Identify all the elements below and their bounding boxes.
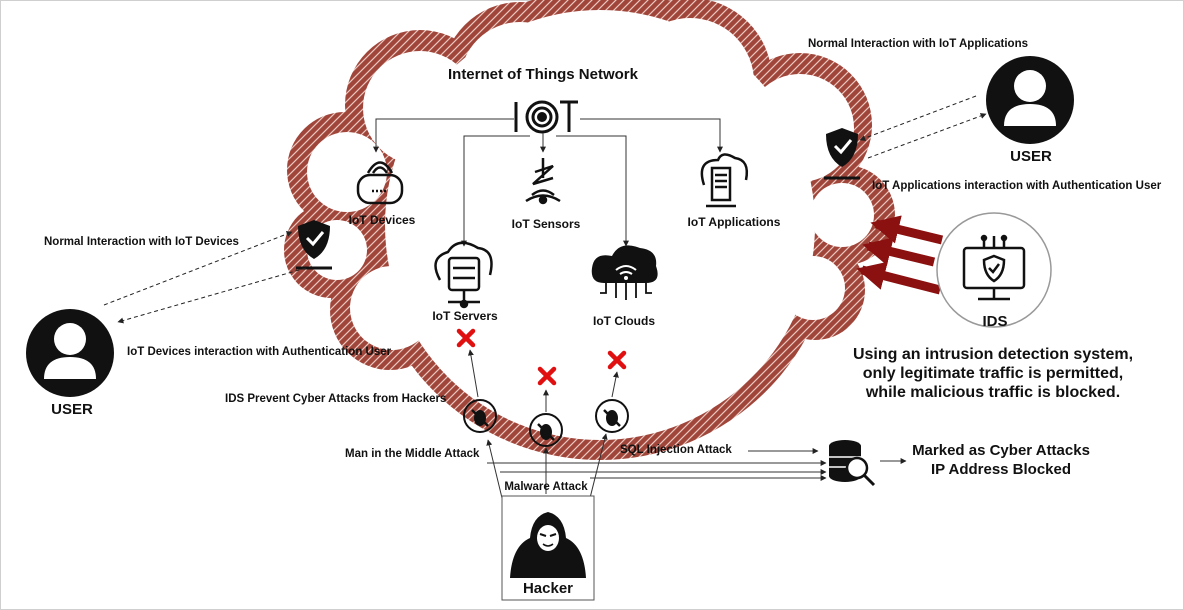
left-user-label: USER [51,401,93,418]
left-auth-interaction-text: IoT Devices interaction with Authenticat… [127,346,392,358]
user-interaction-lines [103,95,987,324]
blocked-cross-icon [607,350,627,370]
iot-applications-label: IoT Applications [688,215,781,229]
sensor-icon [525,158,561,205]
ids-caption-line1: Using an intrusion detection system, [853,346,1133,363]
cloud-title: Internet of Things Network [448,66,639,83]
right-user-label: USER [1010,148,1052,165]
ids-caption-line3: while malicious traffic is blocked. [865,384,1120,401]
left-normal-interaction-text: Normal Interaction with IoT Devices [44,236,239,248]
blocked-cross-icon [456,328,476,348]
iot-network-cloud [284,0,895,460]
right-auth-interaction-text: IoT Applications interaction with Authen… [872,180,1162,192]
iot-clouds-label: IoT Clouds [593,314,655,328]
server-cloud-icon [434,241,493,309]
app-server-icon [700,153,749,208]
hacker-icon [510,512,586,578]
iot-hub-icon [514,100,578,134]
user-avatar-icon [986,56,1074,144]
ids-prevent-text: IDS Prevent Cyber Attacks from Hackers [225,393,446,405]
blocked-text-line2: IP Address Blocked [931,461,1071,478]
ids-label: IDS [982,313,1007,330]
iot-servers-label: IoT Servers [432,309,498,323]
ids-blocking-arrows [856,215,944,295]
bug-icon [463,399,497,433]
blocked-text-line1: Marked as Cyber Attacks [912,442,1090,459]
user-avatar-icon [26,309,114,397]
bug-icon [529,413,563,447]
iot-sensors-label: IoT Sensors [512,217,581,231]
hub-connectors [373,118,723,247]
right-normal-interaction-text: Normal Interaction with IoT Applications [808,38,1028,50]
hacker-label: Hacker [523,580,573,597]
shield-icon [296,220,332,270]
router-icon [356,161,404,205]
ids-monitor-icon [962,234,1026,301]
malware-attack-text: Malware Attack [504,481,588,493]
blocked-cross-icon [537,366,557,386]
sql-attack-text: SQL Injection Attack [620,444,732,456]
mitm-attack-text: Man in the Middle Attack [345,448,480,460]
bug-icon [595,399,629,433]
ids-caption-line2: only legitimate traffic is permitted, [863,365,1124,382]
iot-devices-label: IoT Devices [349,213,416,227]
database-search-icon [829,440,876,487]
cloud-network-icon [591,245,658,300]
attack-paths [467,349,907,499]
shield-icon [824,128,860,180]
